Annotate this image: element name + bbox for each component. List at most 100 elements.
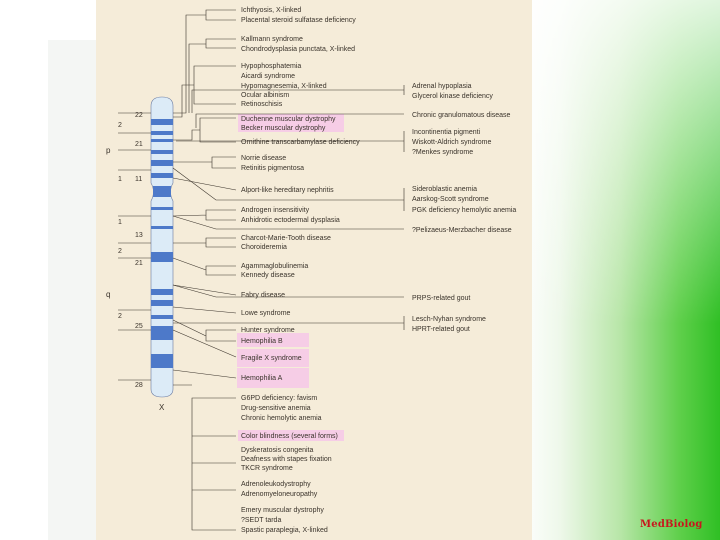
- label-kallmann: Kallmann syndrome: [241, 36, 303, 43]
- band-label-2q-distal: 2: [118, 313, 122, 320]
- label-pelizaeus-merzbacher: ?Pelizaeus-Merzbacher disease: [412, 227, 512, 234]
- brand-logo-text: MedBiolog: [640, 519, 703, 530]
- band-p22-2: [151, 131, 173, 135]
- label-wiskott-aldrich: Wiskott-Aldrich syndrome: [412, 139, 491, 146]
- band-p21-2: [151, 150, 173, 154]
- label-lesch-nyhan: Lesch-Nyhan syndrome: [412, 316, 486, 323]
- label-glycerol-kinase: Glycerol kinase deficiency: [412, 93, 493, 100]
- band-label-1q: 1: [118, 219, 122, 226]
- label-pgk-deficiency: PGK deficiency hemolytic anemia: [412, 207, 516, 214]
- label-hypomagnesemia: Hypomagnesemia, X-linked: [241, 83, 327, 90]
- band-q21: [151, 252, 173, 262]
- band-label-22: 22: [135, 112, 143, 119]
- label-sedt-tarda: ?SEDT tarda: [241, 517, 281, 524]
- band-q25-26: [151, 326, 173, 340]
- highlight-fragile-x: [237, 349, 309, 367]
- band-q12: [151, 207, 173, 210]
- centromere: [153, 186, 171, 197]
- band-q24: [151, 315, 173, 319]
- label-agammaglobulinemia: Agammaglobulinemia: [241, 263, 308, 270]
- label-deafness-stapes: Deafness with stapes fixation: [241, 456, 332, 463]
- arm-label-q: q: [106, 290, 110, 299]
- band-q22: [151, 289, 173, 295]
- highlight-bmd: [238, 123, 344, 132]
- band-p11-2: [151, 173, 173, 178]
- label-adrenoleukodystrophy: Adrenoleukodystrophy: [241, 481, 311, 488]
- label-hprt-gout: HPRT-related gout: [412, 326, 470, 333]
- label-lowe: Lowe syndrome: [241, 310, 291, 317]
- highlight-dmd: [238, 114, 344, 123]
- band-label-21p: 21: [135, 141, 143, 148]
- label-menkes: ?Menkes syndrome: [412, 149, 473, 156]
- label-adrenal-hypoplasia: Adrenal hypoplasia: [412, 83, 472, 90]
- label-retinitis-pigmentosa: Retinitis pigmentosa: [241, 165, 304, 172]
- label-sideroblastic-anemia: Sideroblastic anemia: [412, 186, 477, 193]
- band-label-2q: 2: [118, 248, 122, 255]
- band-label-28: 28: [135, 382, 143, 389]
- band-p21-1: [151, 139, 173, 142]
- label-aicardi: Aicardi syndrome: [241, 73, 295, 80]
- label-anhidrotic-dysplasia: Anhidrotic ectodermal dysplasia: [241, 217, 340, 224]
- label-hunter: Hunter syndrome: [241, 327, 295, 334]
- label-prps-gout: PRPS-related gout: [412, 295, 470, 302]
- band-labels: 22 2 21 1 11 1 13 2 21 2 25 28 p q X: [106, 112, 165, 412]
- x-chromosome-gene-map: 22 2 21 1 11 1 13 2 21 2 25 28 p q X: [106, 7, 516, 534]
- highlight-hemophilia-a: [237, 368, 309, 388]
- label-aarskog-scott: Aarskog-Scott syndrome: [412, 196, 489, 203]
- label-drug-sensitive-anemia: Drug-sensitive anemia: [241, 405, 311, 412]
- chromosome-bands: [151, 119, 173, 368]
- disease-labels-right: Adrenal hypoplasia Glycerol kinase defic…: [412, 83, 516, 333]
- label-chronic-granulomatous: Chronic granulomatous disease: [412, 112, 511, 119]
- label-choroideremia: Choroideremia: [241, 244, 287, 251]
- label-ocular-albinism: Ocular albinism: [241, 92, 289, 99]
- label-steroid-sulfatase: Placental steroid sulfatase deficiency: [241, 17, 356, 24]
- band-q23: [151, 300, 173, 306]
- band-p11-4: [151, 160, 173, 166]
- connector-lines: [172, 9, 405, 531]
- x-chromosome-ideogram: 22 2 21 1 11 1 13 2 21 2 25 28 p q X: [106, 96, 174, 412]
- label-otc-deficiency: Ornithine transcarbamylase deficiency: [241, 139, 360, 146]
- label-hypophosphatemia: Hypophosphatemia: [241, 63, 301, 70]
- label-retinoschisis: Retinoschisis: [241, 101, 283, 108]
- band-label-25: 25: [135, 323, 143, 330]
- band-p22-dark: [151, 119, 173, 125]
- left-shade-panel: [48, 40, 96, 540]
- band-label-2p: 2: [118, 122, 122, 129]
- label-charcot-marie-tooth: Charcot-Marie-Tooth disease: [241, 235, 331, 242]
- label-becker: Becker muscular dystrophy: [241, 125, 326, 132]
- highlight-color-blindness: [238, 430, 344, 441]
- label-fabry: Fabry disease: [241, 292, 285, 299]
- label-fragile-x: Fragile X syndrome: [241, 355, 302, 362]
- label-hemophilia-b: Hemophilia B: [241, 338, 283, 345]
- label-incontinentia-pigmenti: Incontinentia pigmenti: [412, 129, 481, 136]
- label-hemophilia-a: Hemophilia A: [241, 375, 283, 382]
- label-kennedy: Kennedy disease: [241, 272, 295, 279]
- band-label-11: 11: [135, 176, 142, 183]
- arm-label-p: p: [106, 146, 111, 155]
- band-label-13: 13: [135, 232, 143, 239]
- label-emery: Emery muscular dystrophy: [241, 507, 324, 514]
- label-dyskeratosis: Dyskeratosis congenita: [241, 447, 313, 454]
- band-q27: [151, 354, 173, 368]
- label-spastic-paraplegia: Spastic paraplegia, X-linked: [241, 527, 328, 534]
- band-label-1p: 1: [118, 176, 122, 183]
- highlight-hemophilia-b: [237, 333, 309, 347]
- label-chondrodysplasia: Chondrodysplasia punctata, X-linked: [241, 46, 355, 53]
- label-norrie: Norrie disease: [241, 155, 286, 162]
- label-ichthyosis: Ichthyosis, X-linked: [241, 7, 301, 14]
- label-alport-like: Alport-like hereditary nephritis: [241, 187, 334, 194]
- chromosome-label: X: [159, 403, 165, 412]
- label-androgen-insensitivity: Androgen insensitivity: [241, 207, 310, 214]
- label-tkcr: TKCR syndrome: [241, 465, 293, 472]
- band-label-21q: 21: [135, 260, 143, 267]
- label-color-blindness: Color blindness (several forms): [241, 433, 338, 440]
- label-g6pd-favism: G6PD deficiency: favism: [241, 395, 317, 402]
- disease-labels-left: Ichthyosis, X-linked Placental steroid s…: [241, 7, 360, 534]
- highlight-boxes: [237, 114, 344, 441]
- label-chronic-hemolytic-anemia: Chronic hemolytic anemia: [241, 415, 322, 422]
- label-adrenomyeloneuropathy: Adrenomyeloneuropathy: [241, 491, 318, 498]
- band-q13: [151, 226, 173, 229]
- band-tick-lines: [118, 112, 151, 381]
- label-duchenne: Duchenne muscular dystrophy: [241, 116, 336, 123]
- chromosome-outline: [150, 96, 174, 398]
